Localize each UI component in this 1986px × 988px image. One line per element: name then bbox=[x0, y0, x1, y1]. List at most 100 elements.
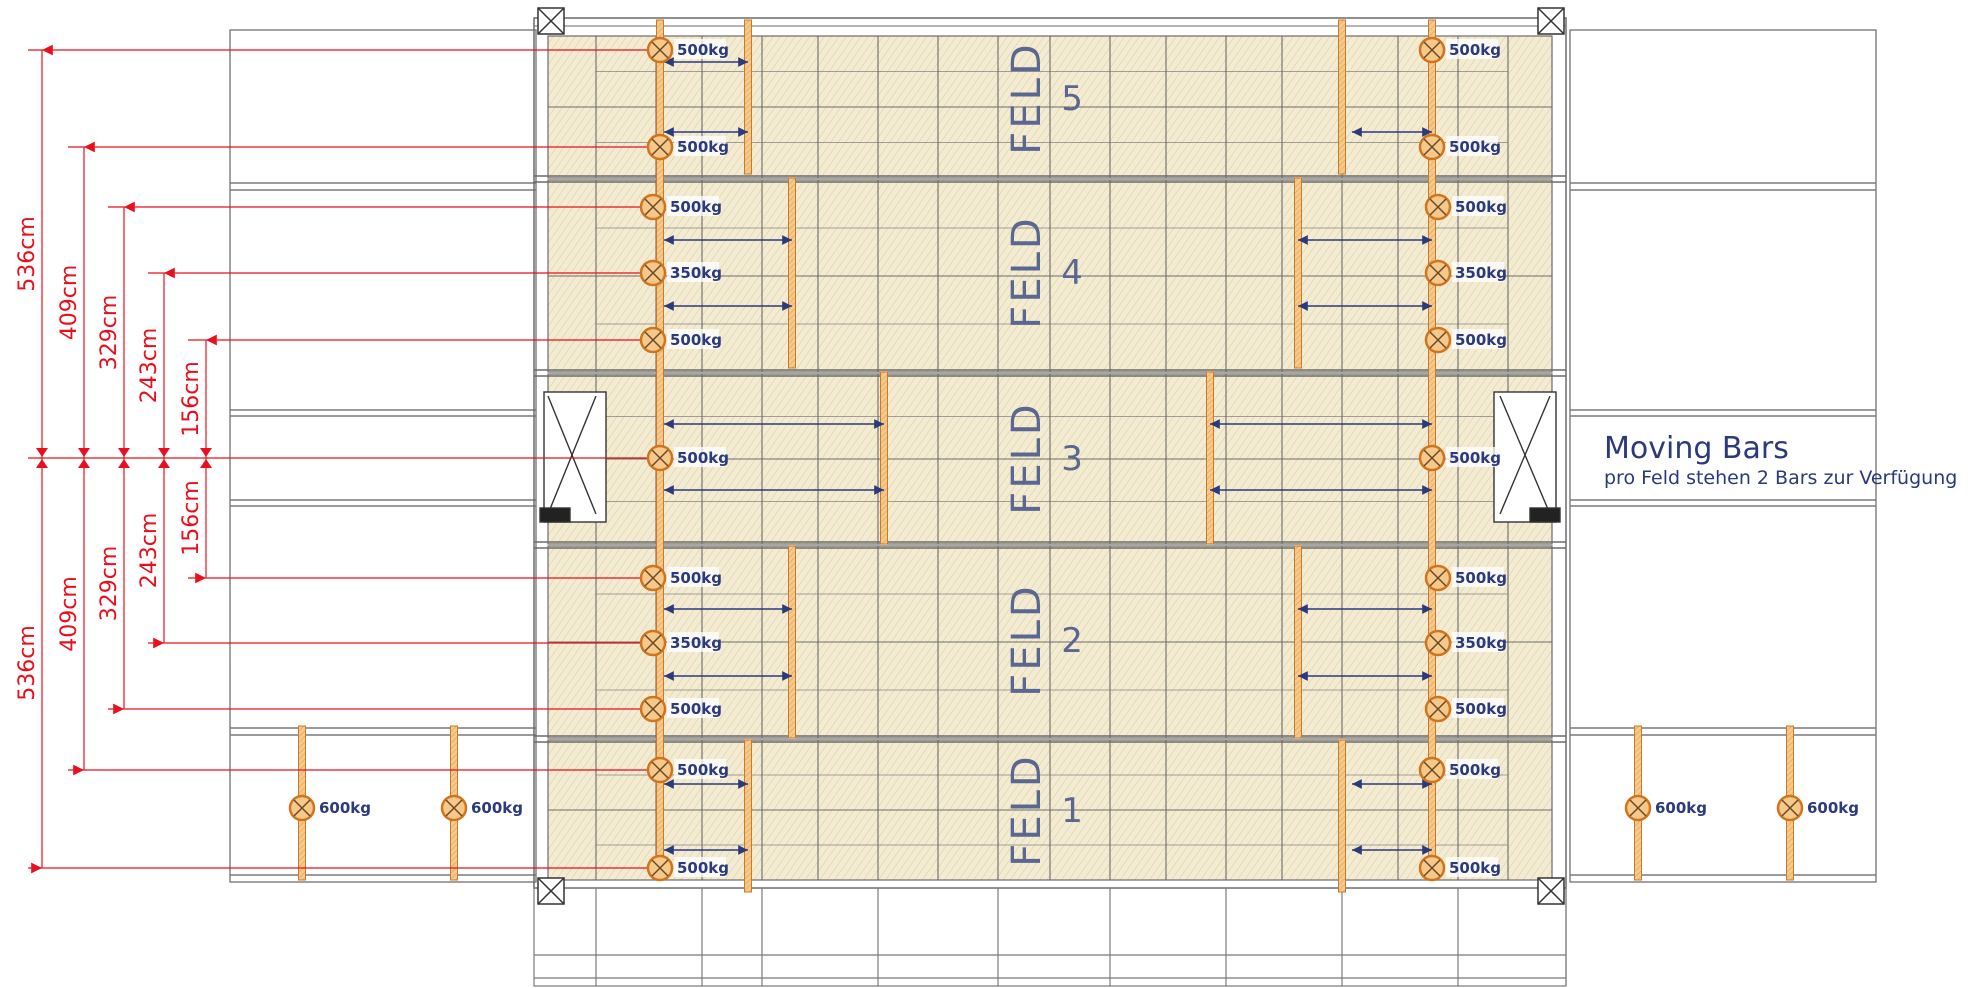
dimension-arrowhead bbox=[158, 448, 170, 457]
field-number: 5 bbox=[1061, 79, 1083, 119]
hoist-point: 500kg bbox=[639, 564, 722, 592]
hoist-point: 500kg bbox=[1424, 695, 1507, 723]
dimension-label-upper: 243cm bbox=[137, 328, 162, 404]
hoist-point: 500kg bbox=[639, 326, 722, 354]
hoist-point: 500kg bbox=[646, 756, 729, 784]
moving-bar bbox=[880, 371, 888, 545]
dimension-arrowhead bbox=[200, 459, 212, 468]
load-label: 500kg bbox=[1455, 700, 1507, 718]
corner-x-box bbox=[537, 877, 565, 905]
load-label: 350kg bbox=[670, 264, 722, 282]
hoist-point: 500kg bbox=[1424, 326, 1507, 354]
hoist-point: 500kg bbox=[1418, 756, 1501, 784]
field-word: FELD bbox=[1004, 401, 1050, 514]
load-label: 500kg bbox=[1449, 138, 1501, 156]
corner-x-box bbox=[1537, 7, 1565, 35]
load-label: 500kg bbox=[677, 41, 729, 59]
hoist-point: 500kg bbox=[646, 444, 729, 472]
dimension-label-lower: 156cm bbox=[179, 480, 204, 556]
field-number: 4 bbox=[1061, 253, 1083, 293]
dimension-arrowhead bbox=[78, 459, 90, 468]
load-label: 600kg bbox=[471, 799, 523, 817]
hoist-point: 600kg bbox=[1624, 794, 1707, 822]
legend: Moving Bars pro Feld stehen 2 Bars zur V… bbox=[1604, 431, 1957, 489]
hoist-point: 500kg bbox=[639, 695, 722, 723]
load-label: 500kg bbox=[1449, 761, 1501, 779]
load-label: 600kg bbox=[319, 799, 371, 817]
hoist-point: 500kg bbox=[646, 36, 729, 64]
field-label-3: FELD 3 bbox=[1004, 401, 1083, 514]
left-wing-frame bbox=[229, 29, 537, 883]
substructure-grid bbox=[533, 887, 1567, 987]
hoist-point: 500kg bbox=[639, 193, 722, 221]
moving-bar bbox=[744, 19, 752, 175]
hoist-point: 500kg bbox=[1418, 854, 1501, 882]
field-word: FELD bbox=[1004, 753, 1050, 866]
corner-x-box bbox=[537, 7, 565, 35]
load-label: 500kg bbox=[677, 449, 729, 467]
hoist-point: 350kg bbox=[639, 629, 722, 657]
field-word: FELD bbox=[1004, 583, 1050, 696]
hoist-point: 500kg bbox=[646, 133, 729, 161]
dimension-lines: 536cm 409cm 329cm 243cm 156cm 536cm 409cm 329cm… bbox=[15, 44, 672, 874]
moving-bar bbox=[1206, 371, 1214, 545]
legend-title: Moving Bars bbox=[1604, 431, 1789, 466]
field-label-5: FELD 5 bbox=[1004, 41, 1083, 154]
field-label-1: FELD 1 bbox=[1004, 753, 1083, 866]
load-label: 500kg bbox=[670, 198, 722, 216]
dimension-arrowhead bbox=[36, 448, 48, 457]
load-label: 500kg bbox=[677, 138, 729, 156]
hoist-point: 600kg bbox=[440, 794, 523, 822]
hoist-point: 500kg bbox=[1424, 564, 1507, 592]
hoist-point: 600kg bbox=[288, 794, 371, 822]
hoist-point: 350kg bbox=[639, 259, 722, 287]
dimension-label-upper: 409cm bbox=[57, 265, 82, 341]
load-label: 500kg bbox=[1449, 41, 1501, 59]
field-word: FELD bbox=[1004, 41, 1050, 154]
hoist-point: 500kg bbox=[646, 854, 729, 882]
load-label: 500kg bbox=[1455, 198, 1507, 216]
left-side-opening bbox=[539, 391, 607, 523]
dimension-label-lower: 409cm bbox=[57, 576, 82, 652]
load-label: 500kg bbox=[670, 331, 722, 349]
load-label: 600kg bbox=[1655, 799, 1707, 817]
load-label: 600kg bbox=[1807, 799, 1859, 817]
dimension-label-lower: 329cm bbox=[97, 546, 122, 622]
dimension-label-upper: 329cm bbox=[97, 295, 122, 371]
dimension-arrowhead bbox=[78, 448, 90, 457]
dimension-label-lower: 536cm bbox=[15, 625, 40, 701]
moving-bar bbox=[1338, 19, 1346, 175]
moving-bar bbox=[1294, 545, 1302, 739]
moving-bar bbox=[788, 545, 796, 739]
load-label: 500kg bbox=[677, 761, 729, 779]
hoist-point: 500kg bbox=[1418, 444, 1501, 472]
field-number: 1 bbox=[1061, 791, 1083, 831]
hoist-point: 500kg bbox=[1424, 193, 1507, 221]
field-word: FELD bbox=[1004, 215, 1050, 328]
moving-bar bbox=[788, 177, 796, 369]
load-label: 350kg bbox=[1455, 264, 1507, 282]
dimension-label-upper: 536cm bbox=[15, 216, 40, 292]
corner-x-box bbox=[1537, 877, 1565, 905]
load-label: 500kg bbox=[1455, 331, 1507, 349]
hoist-points: 500kg 500kg 500kg 500kg 500kg 350kg 500kg 500kg… bbox=[288, 36, 1859, 882]
hoist-point: 500kg bbox=[1418, 133, 1501, 161]
field-number: 3 bbox=[1061, 439, 1083, 479]
hoist-point: 350kg bbox=[1424, 629, 1507, 657]
load-label: 500kg bbox=[1455, 569, 1507, 587]
dimension-label-upper: 156cm bbox=[179, 361, 204, 437]
moving-bar bbox=[744, 739, 752, 893]
load-label: 350kg bbox=[1455, 634, 1507, 652]
dimension-label-lower: 243cm bbox=[137, 513, 162, 589]
right-wing-frame bbox=[1569, 29, 1877, 883]
hoist-point: 350kg bbox=[1424, 259, 1507, 287]
hoist-point: 500kg bbox=[1418, 36, 1501, 64]
hoist-point: 600kg bbox=[1776, 794, 1859, 822]
travel-arrows bbox=[664, 57, 1432, 855]
right-side-opening bbox=[1493, 391, 1561, 523]
load-label: 500kg bbox=[1449, 449, 1501, 467]
